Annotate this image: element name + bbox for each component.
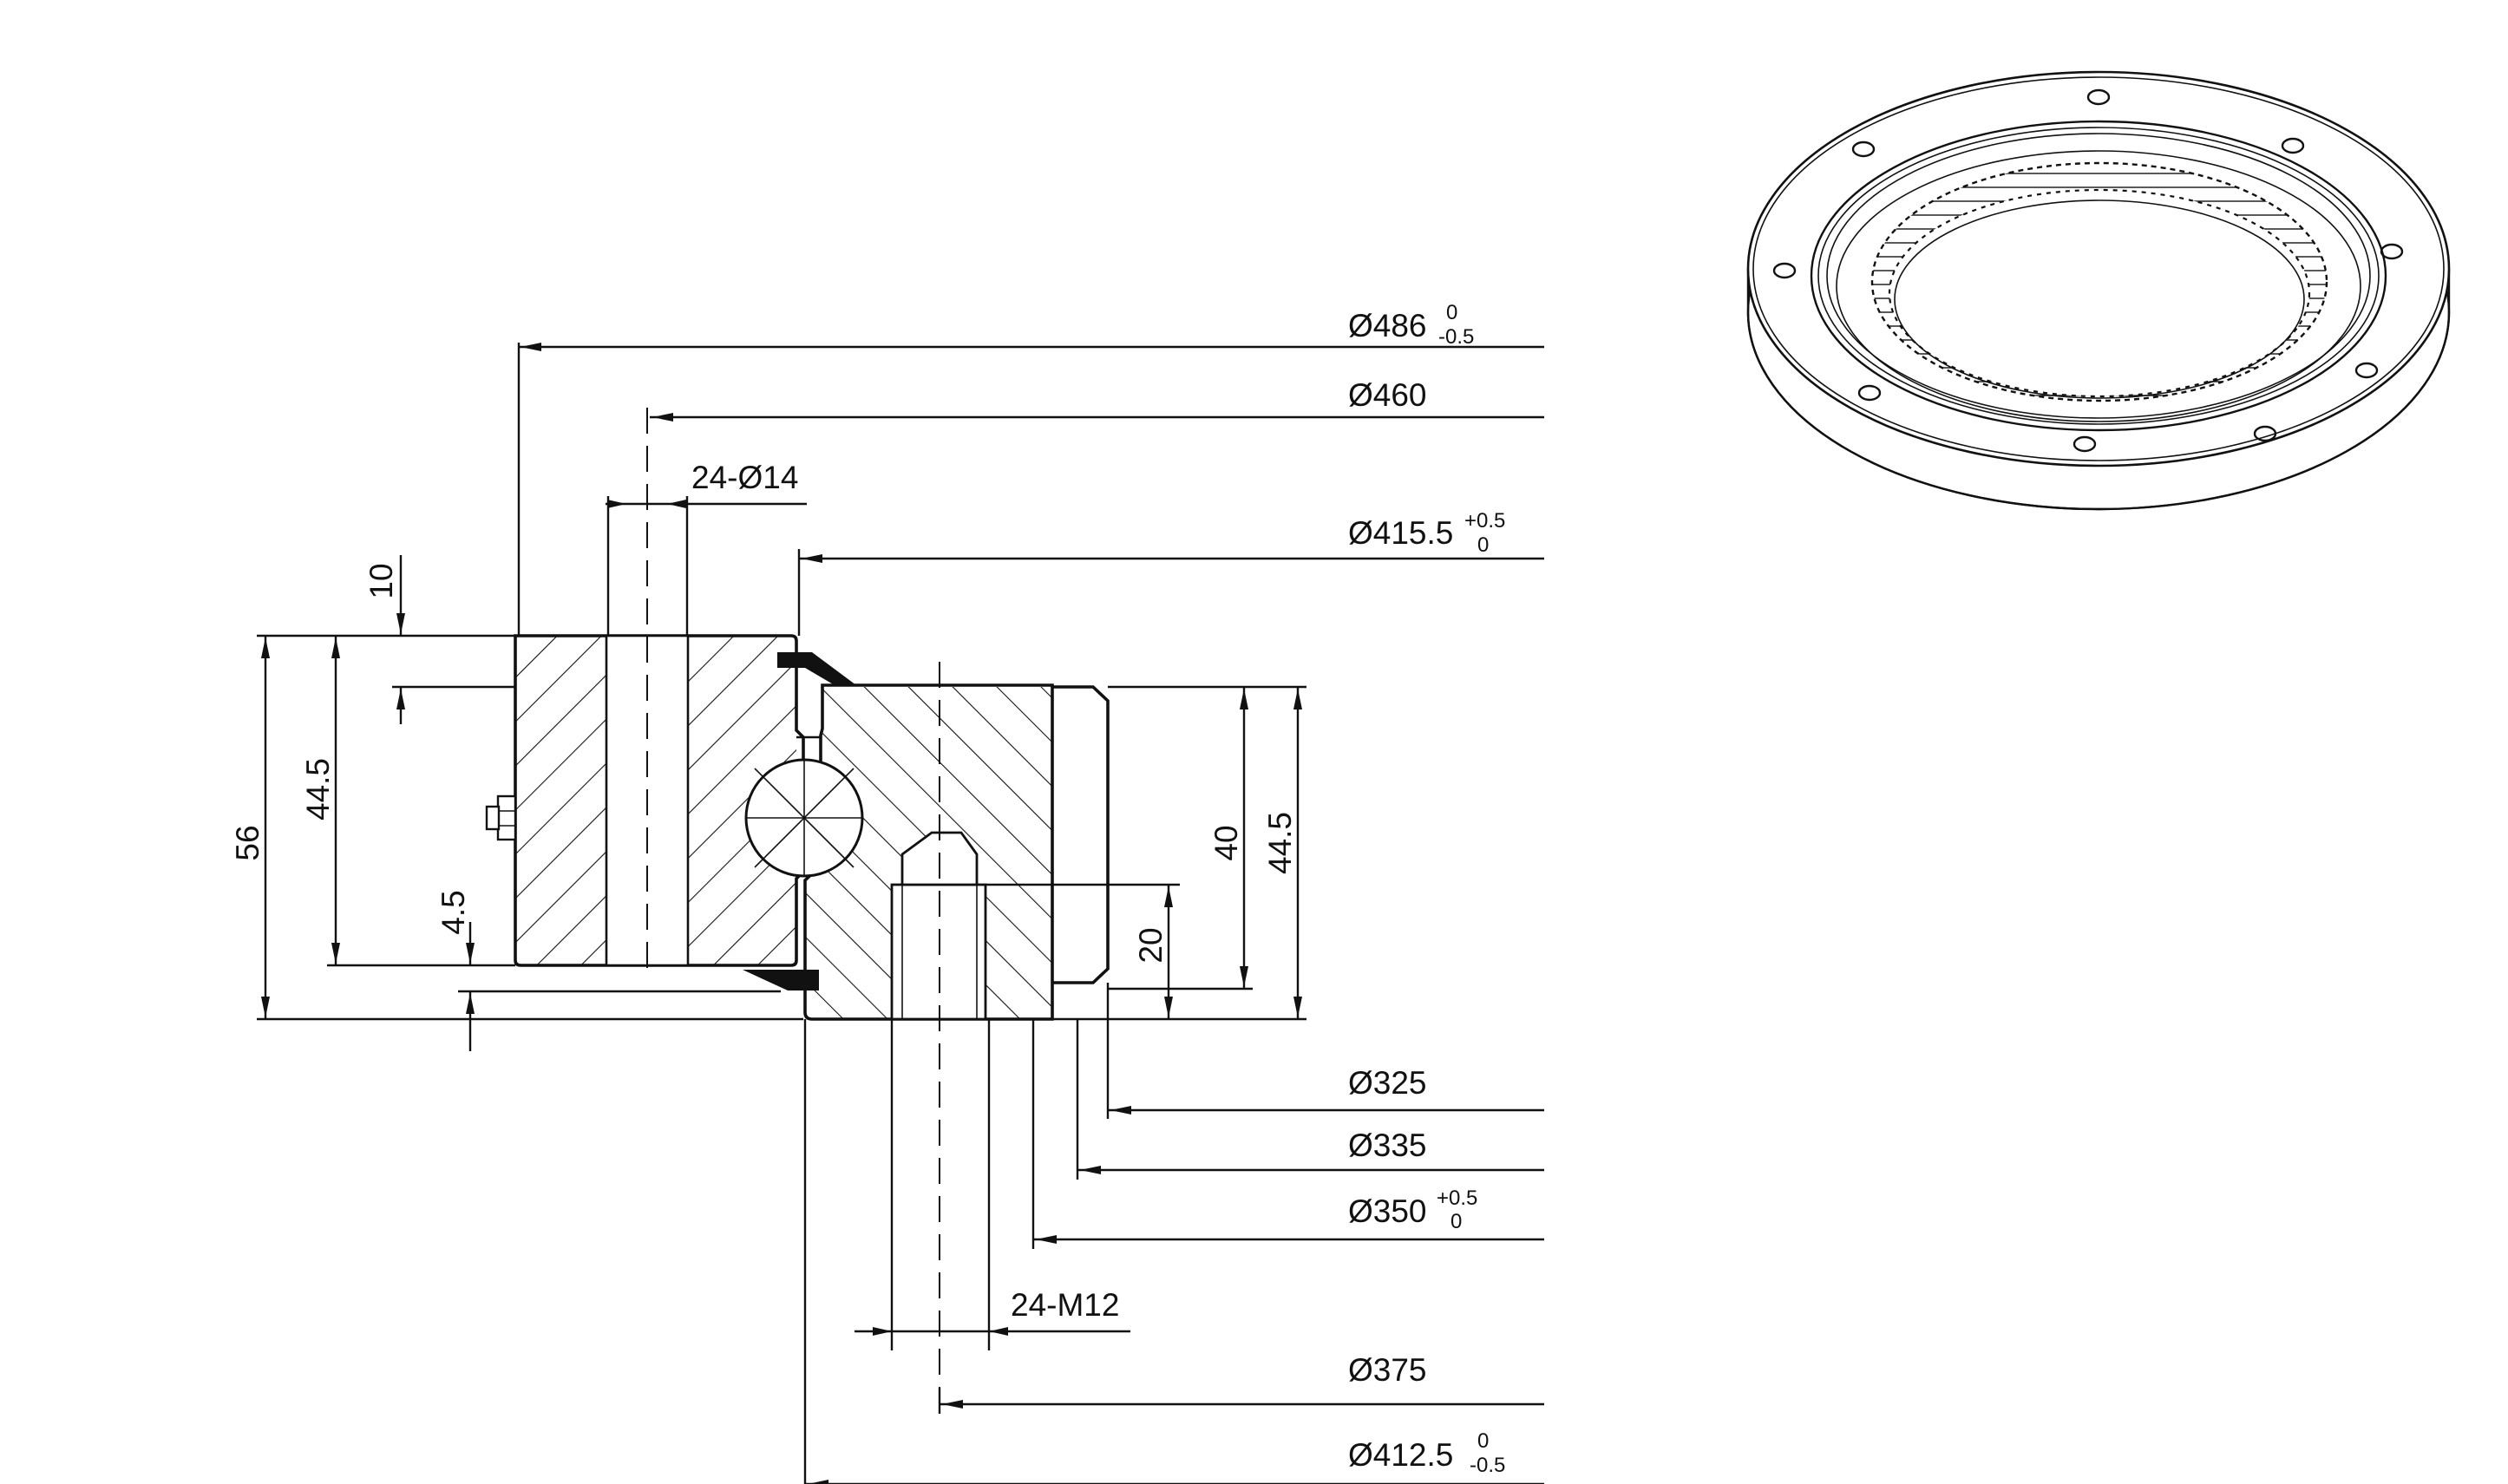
- dim-outer-bore-lower: 0: [1477, 533, 1489, 557]
- dim-inner-ring-outer-upper: 0: [1477, 1429, 1489, 1453]
- dim-inner-ring-outer-lower: -0.5: [1470, 1454, 1505, 1477]
- outer-ring-outline: [514, 634, 805, 967]
- dim-outer-diameter-lower: -0.5: [1438, 325, 1474, 349]
- cross-section: [485, 408, 1110, 1388]
- dim-inner-ring-height: 44.5: [1262, 812, 1298, 874]
- dim-bolt-circle-outer: Ø460: [1348, 377, 1427, 413]
- dim-bottom-offset: 4.5: [435, 890, 471, 934]
- dim-outer-diameter-upper: 0: [1446, 301, 1457, 324]
- dim-inner-ring-outer: Ø412.5: [1348, 1437, 1453, 1473]
- dim-inner-ring-bore: Ø350: [1348, 1193, 1427, 1229]
- dim-thread-depth: 20: [1133, 927, 1169, 963]
- dim-inner-threads: 24-M12: [1011, 1287, 1119, 1323]
- dim-inner-ring-bore-lower: 0: [1450, 1210, 1462, 1233]
- dim-outer-bore-upper: +0.5: [1464, 509, 1505, 533]
- dim-inner-ring-body: 40: [1208, 825, 1244, 860]
- dimension-labels: Ø486 0 -0.5 Ø460 24-Ø14 Ø415.5 +0.5 0 Ø3…: [230, 301, 1505, 1477]
- dim-tip-diameter: Ø335: [1348, 1128, 1427, 1163]
- dim-outer-diameter: Ø486: [1348, 308, 1427, 343]
- bearing-isometric-view: [1746, 70, 2451, 511]
- inner-ring-band: [1052, 685, 1110, 984]
- top-seal: [777, 652, 856, 685]
- bottom-seal: [743, 970, 819, 990]
- grease-nipple: [485, 794, 517, 841]
- dim-outer-holes: 24-Ø14: [691, 460, 798, 495]
- dim-outer-ring-height: 44.5: [300, 758, 336, 820]
- dim-root-diameter: Ø325: [1348, 1065, 1427, 1101]
- dim-outer-bore: Ø415.5: [1348, 515, 1453, 551]
- dim-inner-ring-bore-upper: +0.5: [1437, 1187, 1477, 1210]
- dim-top-offset: 10: [363, 563, 399, 598]
- dim-bolt-circle-inner: Ø375: [1348, 1352, 1427, 1388]
- dim-total-height: 56: [230, 825, 265, 860]
- dimension-lines: [257, 343, 1544, 1484]
- mounting-holes: [1772, 88, 2404, 453]
